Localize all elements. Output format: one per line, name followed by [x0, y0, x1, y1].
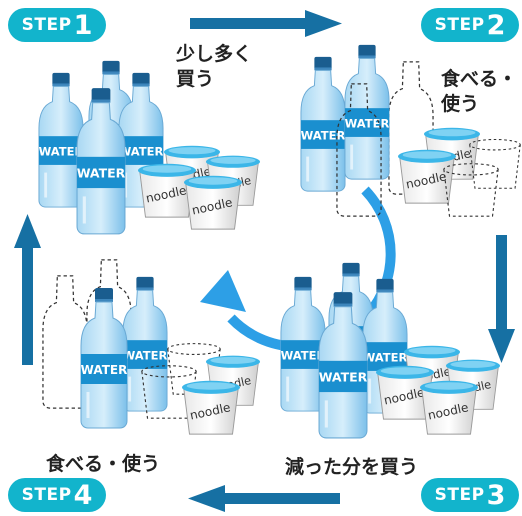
water-bottle: [121, 275, 169, 413]
step3-word: STEP: [434, 485, 485, 505]
step4-word: STEP: [21, 485, 72, 505]
step1-caption-line2: 買う: [176, 68, 215, 90]
step2-caption: 食べる・ 使う: [441, 67, 517, 117]
step2-caption-line2: 使う: [441, 93, 480, 115]
step2-caption-line1: 食べる・: [441, 68, 518, 90]
step1-caption-line1: 少し多く: [176, 43, 253, 65]
step4-number: 4: [73, 479, 93, 511]
noodle-cup: [181, 380, 241, 435]
arrow-step2-to-step3: [488, 235, 515, 363]
step3-caption-line1: 減った分を買う: [285, 456, 419, 478]
step3-caption: 減った分を買う: [285, 455, 418, 480]
step1-caption: 少し多く 買う: [176, 42, 252, 92]
step1-number: 1: [73, 9, 93, 41]
step3-number: 3: [486, 479, 506, 511]
products-step3: [279, 261, 501, 440]
step2-word: STEP: [434, 15, 485, 35]
noodle-cup: [183, 175, 243, 230]
noodle-cup: [397, 149, 457, 204]
step-arrows: [14, 10, 515, 512]
empty-bottle-outline: [42, 275, 88, 409]
step2-number: 2: [486, 9, 506, 41]
arrow-step4-to-step1: [14, 214, 41, 365]
water-bottle: [343, 43, 391, 181]
step4-caption-line1: 食べる・使う: [46, 453, 161, 475]
arrow-step1-to-step2: [190, 10, 342, 37]
arrow-step3-to-step4: [188, 485, 340, 512]
step4-caption: 食べる・使う: [46, 452, 160, 477]
step1-word: STEP: [21, 15, 72, 35]
noodle-cup: [419, 380, 479, 435]
